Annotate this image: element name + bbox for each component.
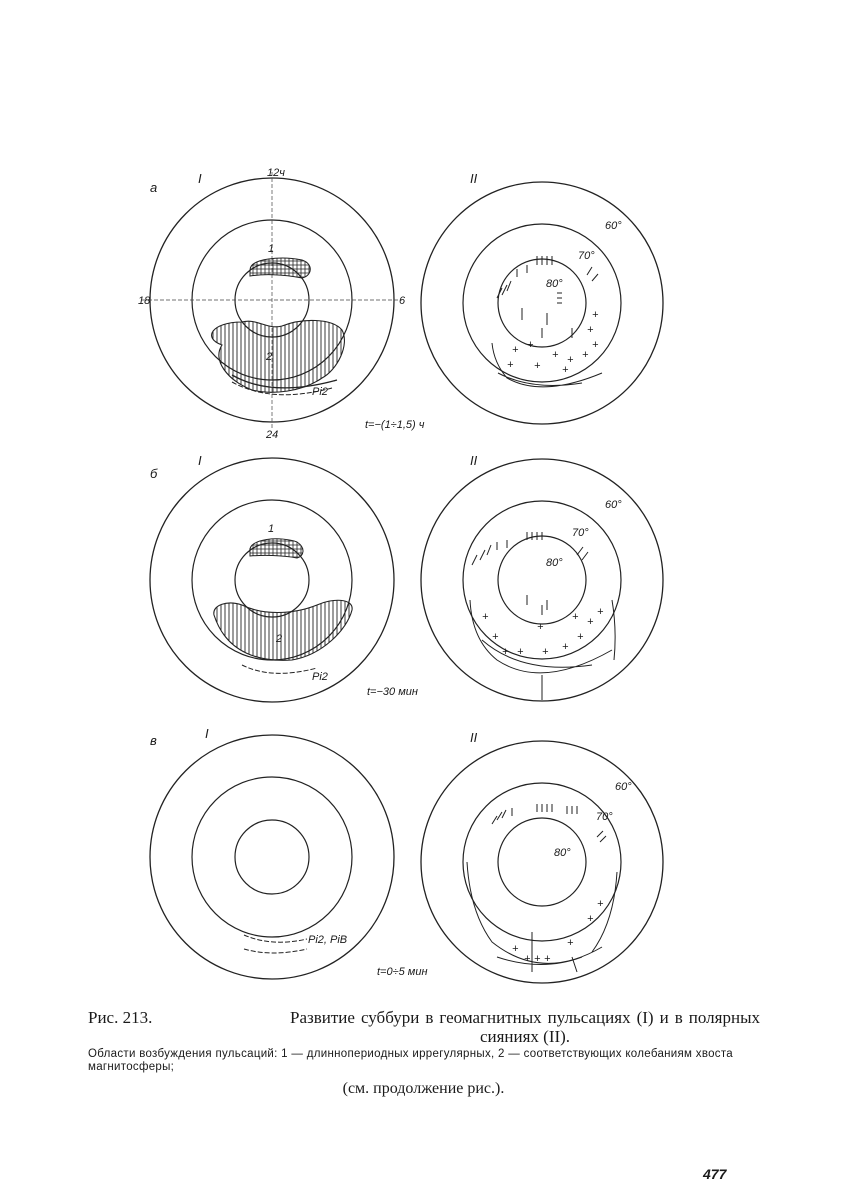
svg-text:+: + [592,339,599,351]
lat-80-label: 80° [546,557,563,569]
time-label: t=−30 мин [367,686,418,698]
hour-24-label: 24 [265,429,278,441]
pulsation-label: Pi2, PiB [308,934,347,946]
svg-text:+: + [542,646,549,658]
svg-text:+: + [512,943,519,955]
svg-text:+: + [587,913,594,925]
svg-text:+: + [587,616,594,628]
time-label: t=0÷5 мин [377,966,428,978]
panel-letter: б [150,466,158,481]
figure-number: Рис. 213. [88,1008,153,1027]
svg-text:+: + [567,354,574,366]
svg-text:+: + [597,898,604,910]
time-label: t=−(1÷1,5) ч [365,419,425,431]
svg-text:+: + [587,324,594,336]
panel-c: в I II Pi2, PiB t=0÷5 мин 60° 70° 80° ++… [149,726,664,984]
lat-80-label: 80° [546,278,563,290]
polar-diagram-II: 60° 70° 80° +++++++++++ [420,458,664,702]
svg-text:+: + [597,606,604,618]
polar-diagram-I: 1 2 Pi2 12ч 18 6 24 [138,167,406,441]
column-label-II: II [470,730,478,745]
svg-text:+: + [544,953,551,965]
panel-letter: в [150,733,157,748]
svg-text:+: + [537,621,544,633]
svg-text:+: + [517,646,524,658]
pulsation-label: Pi2 [312,386,328,398]
svg-text:+: + [534,953,541,965]
svg-text:+: + [562,364,569,376]
lat-60-label: 60° [615,781,632,793]
page-number: 477 [703,1166,727,1182]
figure-caption-legend: Области возбуждения пульсаций: 1 — длинн… [88,1048,733,1073]
lat-70-label: 70° [572,527,589,539]
svg-text:+: + [507,359,514,371]
svg-text:+: + [562,641,569,653]
region-1-label: 1 [268,243,274,255]
polar-diagram-II: 60° 70° 80° +++++++++++ [420,181,664,425]
region-2-label: 2 [265,351,272,363]
region-2-label: 2 [275,633,282,645]
column-label-I: I [198,171,202,186]
hour-6-label: 6 [399,295,406,307]
lat-60-label: 60° [605,499,622,511]
column-label-I: I [198,453,202,468]
region-1-label: 1 [268,523,274,535]
pulsation-label: Pi2 [312,671,328,683]
panel-b: б I II 1 2 Pi2 t=−30 мин 60° 70° 80° +++… [149,453,664,703]
svg-text:+: + [502,646,509,658]
svg-text:+: + [577,631,584,643]
svg-text:+: + [592,309,599,321]
lat-70-label: 70° [578,250,595,262]
figure-caption-continued: (см. продолжение рис.). [342,1080,505,1097]
column-label-II: II [470,453,478,468]
column-label-I: I [205,726,209,741]
svg-text:+: + [572,611,579,623]
hour-12-label: 12ч [267,167,285,179]
panel-letter: а [150,180,157,195]
svg-text:+: + [482,611,489,623]
polar-diagram-I: 1 2 Pi2 [149,457,395,703]
polar-diagram-II: 60° 70° 80° +++++++ [420,740,664,984]
svg-text:+: + [582,349,589,361]
polar-diagram-I: Pi2, PiB [149,734,395,980]
svg-text:+: + [492,631,499,643]
svg-text:+: + [567,937,574,949]
figure-caption-title: Развитие суббури в геомагнитных пульсаци… [290,1008,760,1046]
lat-70-label: 70° [596,811,613,823]
svg-text:+: + [527,339,534,351]
panel-a: а I II 1 2 Pi2 12ч 18 6 24 t=−(1÷1,5) ч … [138,167,664,441]
svg-text:+: + [552,349,559,361]
hour-18-label: 18 [138,295,151,307]
column-label-II: II [470,171,478,186]
lat-60-label: 60° [605,220,622,232]
svg-text:+: + [524,953,531,965]
svg-text:+: + [534,360,541,372]
lat-80-label: 80° [554,847,571,859]
svg-text:+: + [512,344,519,356]
